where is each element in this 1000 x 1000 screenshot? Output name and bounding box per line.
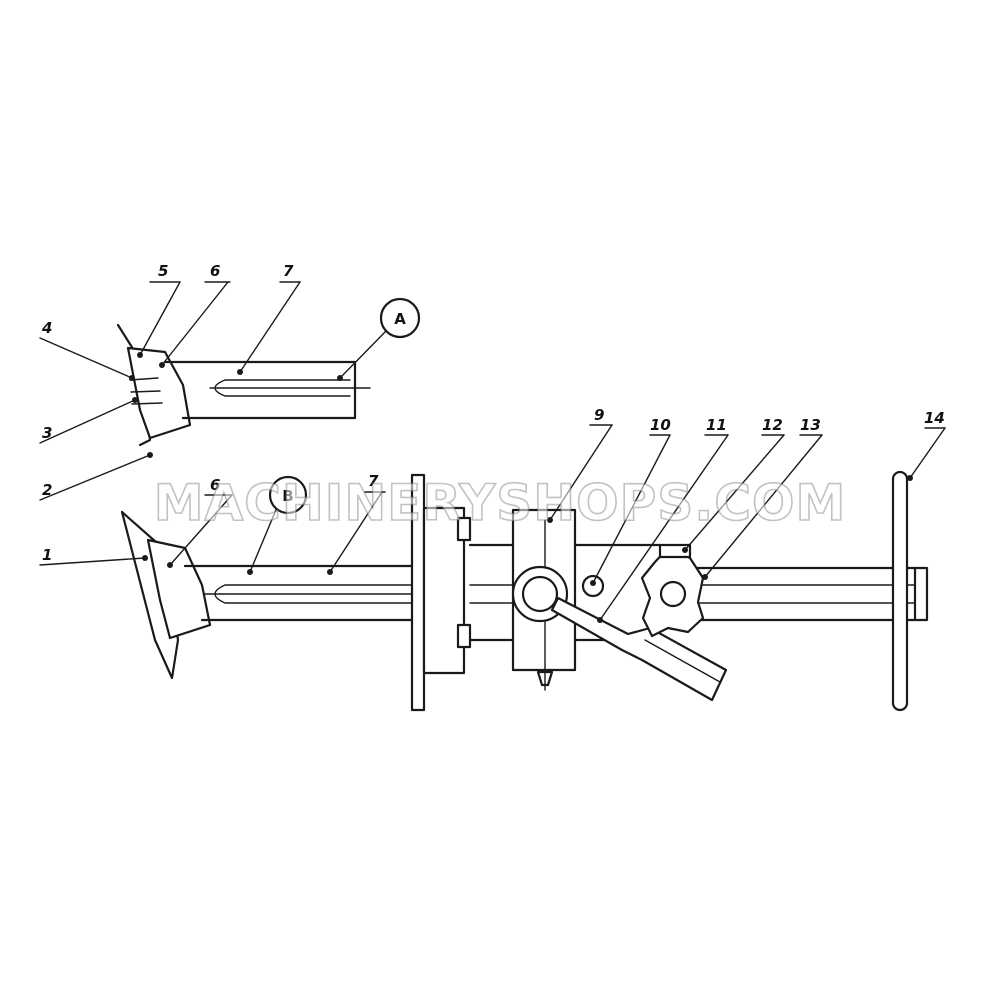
callout-7-lower: 7 — [368, 472, 379, 490]
callout-1: 1 — [42, 546, 52, 564]
view-a-label: A — [394, 310, 406, 328]
callout-7-upper: 7 — [283, 262, 294, 280]
callout-11: 11 — [706, 416, 727, 434]
callout-5: 5 — [158, 262, 168, 280]
view-labels: A B — [268, 297, 421, 515]
callout-13: 13 — [800, 416, 821, 434]
upper-collar — [126, 346, 192, 440]
view-b-circle — [268, 475, 308, 515]
view-a-circle — [379, 297, 421, 339]
handle-lever — [550, 596, 728, 702]
watermark: MACHINERYSHOPS.COM — [154, 474, 847, 532]
callout-4: 4 — [41, 319, 52, 337]
callout-6-lower: 6 — [210, 476, 220, 494]
callout-6-upper: 6 — [210, 262, 220, 280]
lower-shaft — [183, 564, 417, 622]
upper-shaft — [163, 360, 357, 420]
upper-detail-view — [116, 323, 371, 447]
callout-10: 10 — [650, 416, 671, 434]
callout-2: 2 — [42, 481, 52, 499]
leader-lines — [39, 281, 946, 623]
callout-12: 12 — [762, 416, 783, 434]
callout-14: 14 — [924, 409, 945, 427]
callout-numbers: 1 2 3 4 5 6 7 6 7 9 10 11 12 13 14 — [41, 262, 945, 564]
callout-3: 3 — [42, 424, 52, 442]
lower-assembly — [120, 470, 929, 712]
handwheel-bar — [891, 470, 909, 712]
callout-9: 9 — [594, 406, 604, 424]
view-b-label: B — [282, 487, 293, 505]
